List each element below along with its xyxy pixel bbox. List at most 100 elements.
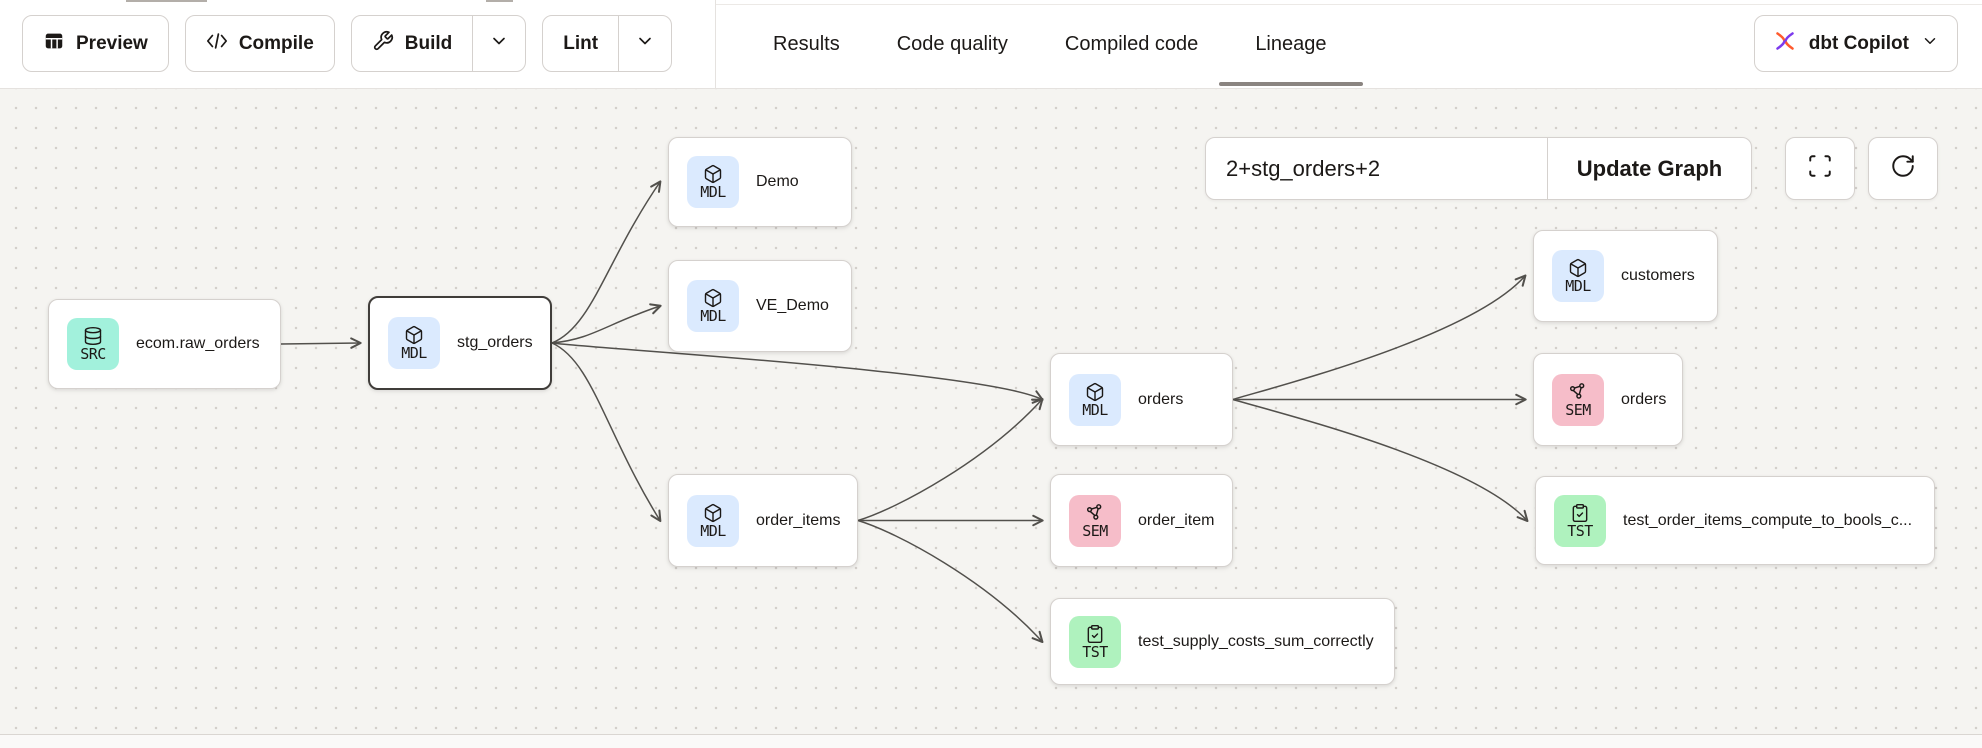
- node-type-code: SRC: [80, 346, 106, 362]
- refresh-icon: [1890, 153, 1916, 184]
- node-type-badge: MDL: [1552, 250, 1604, 302]
- node-type-code: MDL: [1082, 402, 1108, 418]
- node-type-code: SEM: [1565, 402, 1591, 418]
- graph-node-order_item_sem[interactable]: SEM order_item: [1050, 474, 1233, 567]
- preview-label: Preview: [76, 33, 148, 55]
- lineage-edge: [552, 182, 660, 343]
- database-icon: [83, 326, 103, 346]
- wrench-icon: [372, 30, 394, 58]
- graph-node-demo[interactable]: MDL Demo: [668, 137, 852, 227]
- node-type-badge: MDL: [687, 495, 739, 547]
- chevron-down-icon: [489, 31, 509, 56]
- cube-icon: [1085, 382, 1105, 402]
- graph-node-stg_orders[interactable]: MDLstg_orders: [368, 296, 552, 390]
- graph-node-order_items[interactable]: MDL order_items: [668, 474, 858, 567]
- node-label: test_order_items_compute_to_bools_c...: [1623, 512, 1912, 530]
- test-clipboard-icon: [1085, 624, 1105, 644]
- tab-results[interactable]: Results: [773, 0, 840, 88]
- graph-node-customers[interactable]: MDL customers: [1533, 230, 1718, 322]
- tab-code-quality[interactable]: Code quality: [897, 0, 1008, 88]
- compile-label: Compile: [239, 33, 314, 55]
- node-label: Demo: [756, 173, 799, 191]
- node-label: VE_Demo: [756, 297, 829, 315]
- dbt-copilot-button[interactable]: dbt Copilot: [1754, 15, 1958, 72]
- lineage-edge: [858, 400, 1042, 521]
- lint-button-group: Lint: [542, 15, 672, 72]
- node-type-code: MDL: [401, 345, 427, 361]
- editor-tab-edge-fragment: [486, 0, 513, 2]
- build-button[interactable]: Build: [352, 16, 473, 71]
- node-type-code: MDL: [700, 184, 726, 200]
- code-icon: [206, 30, 228, 58]
- lineage-selector: Update Graph: [1205, 137, 1752, 200]
- build-label: Build: [405, 33, 453, 55]
- node-label: ecom.raw_orders: [136, 335, 260, 353]
- cube-icon: [1568, 258, 1588, 278]
- node-type-badge: MDL: [388, 317, 440, 369]
- node-type-code: MDL: [700, 523, 726, 539]
- lint-dropdown-button[interactable]: [618, 16, 671, 71]
- node-type-badge: SEM: [1552, 374, 1604, 426]
- node-type-badge: MDL: [687, 156, 739, 208]
- node-label: order_item: [1138, 512, 1214, 530]
- cube-icon: [703, 164, 723, 184]
- graph-node-test_supply[interactable]: TST test_supply_costs_sum_correctly: [1050, 598, 1395, 685]
- chevron-down-icon: [1921, 32, 1939, 56]
- tab-compiled-code[interactable]: Compiled code: [1065, 0, 1198, 88]
- preview-button[interactable]: Preview: [22, 15, 169, 72]
- node-label: order_items: [756, 512, 840, 530]
- node-label: customers: [1621, 267, 1695, 285]
- tab-lineage[interactable]: Lineage: [1255, 0, 1326, 88]
- lint-button[interactable]: Lint: [543, 16, 618, 71]
- node-type-badge: MDL: [1069, 374, 1121, 426]
- lineage-edge: [552, 306, 660, 343]
- node-type-badge: MDL: [687, 280, 739, 332]
- node-type-badge: SEM: [1069, 495, 1121, 547]
- cube-icon: [703, 288, 723, 308]
- node-label: orders: [1138, 391, 1183, 409]
- table-icon: [43, 30, 65, 58]
- graph-node-ve_demo[interactable]: MDL VE_Demo: [668, 260, 852, 352]
- lineage-selector-input[interactable]: [1206, 138, 1547, 199]
- pane-divider: [715, 0, 716, 88]
- compile-button[interactable]: Compile: [185, 15, 335, 72]
- editor-toolbar: Preview Compile Build Lint: [22, 15, 672, 72]
- lineage-edge: [1233, 276, 1525, 400]
- build-button-group: Build: [351, 15, 527, 72]
- cube-icon: [703, 503, 723, 523]
- lineage-edge: [858, 521, 1042, 642]
- cube-icon: [404, 325, 424, 345]
- node-type-badge: SRC: [67, 318, 119, 370]
- update-graph-button[interactable]: Update Graph: [1548, 138, 1751, 199]
- lineage-edge: [552, 343, 660, 521]
- node-type-code: MDL: [1565, 278, 1591, 294]
- lineage-edge: [281, 343, 360, 344]
- graph-node-raw_orders[interactable]: SRC ecom.raw_orders: [48, 299, 281, 389]
- editor-tab-edge-fragment: [126, 0, 207, 2]
- semantic-graph-icon: [1085, 503, 1105, 523]
- lint-label: Lint: [563, 33, 598, 55]
- test-clipboard-icon: [1570, 503, 1590, 523]
- node-label: test_supply_costs_sum_correctly: [1138, 633, 1374, 651]
- node-type-code: TST: [1082, 644, 1108, 660]
- results-pane-tabs: Results Code quality Compiled code Linea…: [773, 0, 1327, 88]
- semantic-graph-icon: [1568, 382, 1588, 402]
- graph-node-test_order_items[interactable]: TST test_order_items_compute_to_bools_c..…: [1535, 476, 1935, 565]
- lineage-canvas[interactable]: Update Graph SRC ecom.raw_orders MDLstg_or…: [0, 88, 1982, 748]
- node-type-code: SEM: [1082, 523, 1108, 539]
- chevron-down-icon: [635, 31, 655, 56]
- active-tab-underline: [1219, 82, 1362, 86]
- refresh-button[interactable]: [1868, 137, 1938, 200]
- fullscreen-icon: [1807, 153, 1833, 184]
- ide-header: Preview Compile Build Lint: [0, 0, 1982, 89]
- node-label: orders: [1621, 391, 1666, 409]
- build-dropdown-button[interactable]: [472, 16, 525, 71]
- lineage-edge: [1233, 400, 1527, 521]
- dbt-copilot-icon: [1773, 29, 1797, 59]
- graph-node-orders_sem[interactable]: SEM orders: [1533, 353, 1683, 446]
- fullscreen-button[interactable]: [1785, 137, 1855, 200]
- node-type-code: TST: [1567, 523, 1593, 539]
- graph-node-orders_mdl[interactable]: MDL orders: [1050, 353, 1233, 446]
- node-type-badge: TST: [1069, 616, 1121, 668]
- node-type-badge: TST: [1554, 495, 1606, 547]
